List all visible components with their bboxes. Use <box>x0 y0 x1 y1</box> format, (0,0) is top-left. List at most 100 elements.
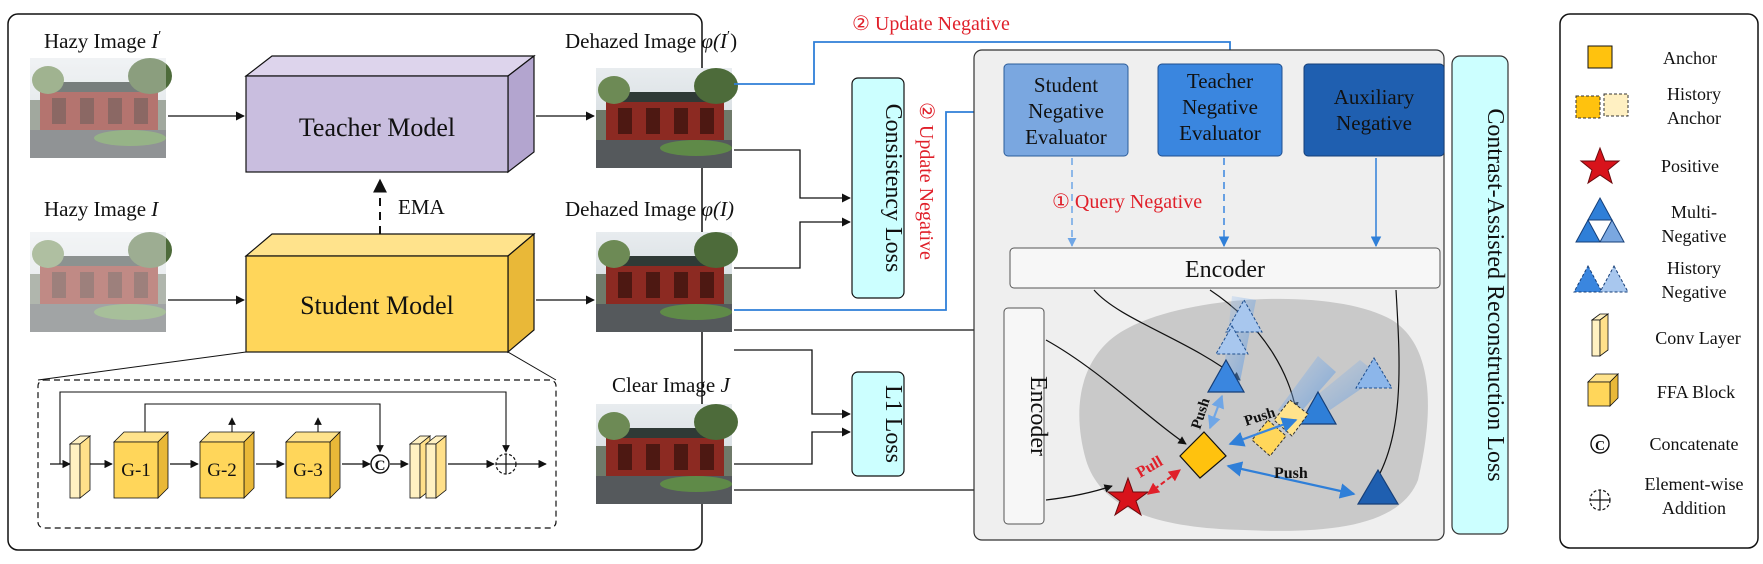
triangle-cluster-icon <box>1587 196 1613 221</box>
legend-history-anchor: History Anchor <box>1575 84 1721 128</box>
teacher-output-to-consistency-arrow <box>734 149 851 203</box>
svg-text:Evaluator: Evaluator <box>1179 121 1261 145</box>
dehazed-image-prime-photo <box>596 68 738 168</box>
svg-text:Evaluator: Evaluator <box>1025 125 1107 149</box>
hazy-image-prime-label: Hazy Image I′ <box>44 29 161 53</box>
teacher-model-block[interactable]: Teacher Model <box>244 54 536 174</box>
svg-text:Addition: Addition <box>1662 498 1726 518</box>
history-anchor-icon <box>1575 95 1601 119</box>
hazy-image-prime-photo <box>30 58 172 158</box>
student-output-to-consistency-arrow <box>734 217 851 269</box>
clear-image-label: Clear Image J <box>612 373 731 397</box>
clear-to-l1-arrow <box>734 427 851 465</box>
legend-ffa-block: FFA Block <box>1587 373 1735 407</box>
dehazed-image-label: Dehazed Image φ(I) <box>565 197 734 221</box>
legend-elementwise-addition: Element-wise Addition <box>1589 474 1744 518</box>
star-icon <box>1579 146 1621 185</box>
svg-text:Element-wise: Element-wise <box>1645 474 1744 494</box>
clear-image-photo <box>596 404 738 504</box>
update-negative-top-label: ② Update Negative <box>852 13 1010 35</box>
auxiliary-negative-box[interactable] <box>1303 63 1445 157</box>
teacher-model-label: Teacher Model <box>299 113 455 142</box>
student-output-to-l1-arrow <box>734 349 851 419</box>
svg-text:Anchor: Anchor <box>1667 108 1721 128</box>
consistency-loss-label: Consistency Loss <box>880 104 906 273</box>
svg-text:Negative: Negative <box>1028 99 1104 123</box>
dashed-triangles-icon <box>1573 264 1603 293</box>
legend-positive: Positive <box>1579 146 1719 185</box>
pull-arrow <box>1147 469 1181 495</box>
multi-negative-3 <box>1356 468 1400 505</box>
svg-text:Conv Layer: Conv Layer <box>1655 328 1740 348</box>
anchor-square-icon <box>1587 45 1613 69</box>
concat-icon <box>1590 434 1610 454</box>
push-arrow-2 <box>1228 417 1298 447</box>
update-negative-top-arrow <box>734 41 1237 85</box>
student-architecture-detail: G-1 G-2 G-3 C <box>50 391 547 499</box>
positive-star <box>1106 476 1150 517</box>
contrast-loss-title: Contrast-Assisted Reconstruction Loss <box>1482 108 1508 481</box>
query-negative-label: ① Query Negative <box>1052 191 1202 213</box>
consistency-loss-box[interactable] <box>851 77 905 299</box>
l1-loss-label: L1 Loss <box>880 385 906 463</box>
hazy-image-label: Hazy Image I <box>44 197 159 221</box>
conv-layer-2 <box>408 435 448 499</box>
legend-anchor: Anchor <box>1587 45 1717 69</box>
g3-block: G-3 <box>285 431 341 499</box>
teacher-negative-evaluator[interactable] <box>1157 63 1283 157</box>
dehazed-image-photo <box>596 232 738 332</box>
svg-text:G-2: G-2 <box>207 460 237 481</box>
svg-text:Positive: Positive <box>1661 156 1719 176</box>
student-negative-evaluator[interactable] <box>1003 63 1129 157</box>
push-label-3: Push <box>1274 465 1308 482</box>
svg-text:Auxiliary: Auxiliary <box>1334 85 1415 109</box>
ema-label: EMA <box>398 195 446 219</box>
multi-negative-1 <box>1206 358 1246 393</box>
svg-text:Anchor: Anchor <box>1663 48 1717 68</box>
svg-text:Negative: Negative <box>1662 226 1727 246</box>
svg-text:G-3: G-3 <box>293 460 323 481</box>
conv-layer-1 <box>68 435 92 499</box>
multi-negative-2 <box>1298 390 1338 425</box>
svg-text:Concatenate: Concatenate <box>1650 434 1739 454</box>
legend-concatenate: C Concatenate <box>1590 434 1739 454</box>
elementwise-add-node <box>495 453 517 475</box>
svg-text:Teacher: Teacher <box>1187 69 1253 93</box>
legend-multi-negative: Multi- Negative <box>1575 196 1727 246</box>
svg-text:Negative: Negative <box>1662 282 1727 302</box>
encoder-left[interactable] <box>1003 307 1045 525</box>
student-detail-box <box>37 379 557 529</box>
svg-text:History: History <box>1667 84 1721 104</box>
push-arrow-3 <box>1226 461 1356 499</box>
dehazed-image-prime-label: Dehazed Image φ(I′) <box>565 29 737 53</box>
svg-text:Encoder: Encoder <box>1185 257 1265 283</box>
svg-text:C: C <box>375 458 386 474</box>
encoder-top[interactable] <box>1009 247 1441 289</box>
push-arrow-1 <box>1207 394 1225 430</box>
svg-text:Negative: Negative <box>1182 95 1258 119</box>
contrast-loss-title-box[interactable] <box>1451 55 1509 535</box>
history-negative-2 <box>1215 324 1249 355</box>
svg-text:FFA Block: FFA Block <box>1657 382 1735 402</box>
svg-text:Encoder: Encoder <box>1025 376 1051 456</box>
history-negative-3 <box>1355 357 1393 389</box>
svg-text:C: C <box>1595 439 1605 454</box>
legend-frame <box>1559 13 1759 549</box>
concat-node: C <box>370 454 390 474</box>
g1-block: G-1 <box>113 431 169 499</box>
svg-text:Multi-: Multi- <box>1671 202 1717 222</box>
svg-text:Negative: Negative <box>1336 111 1412 135</box>
student-model-block[interactable]: Student Model <box>244 232 536 354</box>
student-model-label: Student Model <box>300 291 454 320</box>
update-negative-side-label: ② Update Negative <box>915 102 937 260</box>
legend-conv-layer: Conv Layer <box>1590 313 1741 357</box>
g2-block: G-2 <box>199 431 255 499</box>
l1-loss-box[interactable] <box>851 371 905 477</box>
svg-text:Student: Student <box>1034 73 1098 97</box>
history-negative-1 <box>1225 298 1263 333</box>
svg-text:History: History <box>1667 258 1721 278</box>
legend-history-negative: History Negative <box>1573 258 1727 302</box>
hazy-image-photo <box>30 232 172 332</box>
anchor-square <box>1179 431 1227 479</box>
